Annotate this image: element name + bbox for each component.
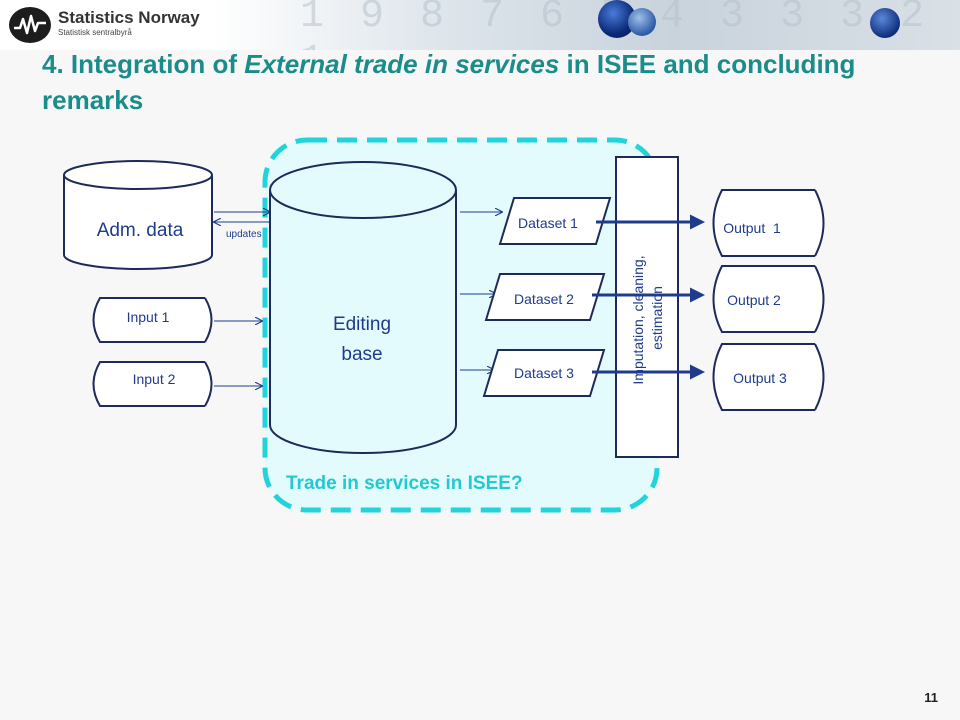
page-number: 11 bbox=[924, 690, 938, 705]
dataset-3: Dataset 3 bbox=[482, 349, 606, 397]
title-prefix: 4. Integration of bbox=[42, 49, 245, 79]
banner-bulb bbox=[628, 8, 656, 36]
dataset-1: Dataset 1 bbox=[498, 197, 612, 245]
dataset-2-label: Dataset 2 bbox=[514, 291, 574, 307]
dataset-2: Dataset 2 bbox=[484, 273, 606, 321]
output-3: Output 3 bbox=[712, 343, 825, 411]
adm-data-cylinder: Adm. data bbox=[63, 160, 213, 270]
statistics-norway-logo: Statistics Norway Statistisk sentralbyrå bbox=[8, 6, 208, 44]
output-2: Output 2 bbox=[712, 265, 825, 333]
updates-label: updates bbox=[226, 229, 262, 240]
region-label: Trade in services in ISEE? bbox=[286, 473, 523, 494]
input-1: Input 1 bbox=[92, 297, 213, 343]
adm-data-label: Adm. data bbox=[97, 220, 184, 241]
title-suffix: in ISEE and concluding remarks bbox=[42, 49, 856, 115]
output-1-label: Output 1 bbox=[723, 220, 781, 236]
process-label-line2: estimation bbox=[649, 286, 665, 350]
header-banner: 1 9 8 7 6 5 4 3 3 3 2 1 Statistics Norwa… bbox=[0, 0, 960, 50]
imputation-process-box: Imputation, cleaning, estimation bbox=[615, 156, 679, 458]
banner-bulb bbox=[870, 8, 900, 38]
input-2-label: Input 2 bbox=[133, 371, 176, 387]
editing-base-label-line2: base bbox=[341, 344, 382, 365]
dataset-3-label: Dataset 3 bbox=[514, 365, 574, 381]
input-2: Input 2 bbox=[92, 361, 213, 407]
org-name: Statistics Norway bbox=[58, 8, 200, 27]
output-1: Output 1 bbox=[712, 189, 825, 257]
slide-title: 4. Integration of External trade in serv… bbox=[42, 46, 922, 118]
dataset-1-label: Dataset 1 bbox=[518, 215, 578, 231]
process-label-line1: Imputation, cleaning, bbox=[630, 255, 646, 384]
org-subtitle: Statistisk sentralbyrå bbox=[58, 28, 132, 37]
input-1-label: Input 1 bbox=[127, 309, 170, 325]
editing-base-label-line1: Editing bbox=[333, 314, 391, 335]
title-emphasis: External trade in services bbox=[244, 49, 560, 79]
editing-base-cylinder: Editing base bbox=[269, 161, 457, 454]
output-2-label: Output 2 bbox=[727, 292, 781, 308]
logo-mark-icon bbox=[9, 7, 51, 43]
output-3-label: Output 3 bbox=[733, 370, 787, 386]
